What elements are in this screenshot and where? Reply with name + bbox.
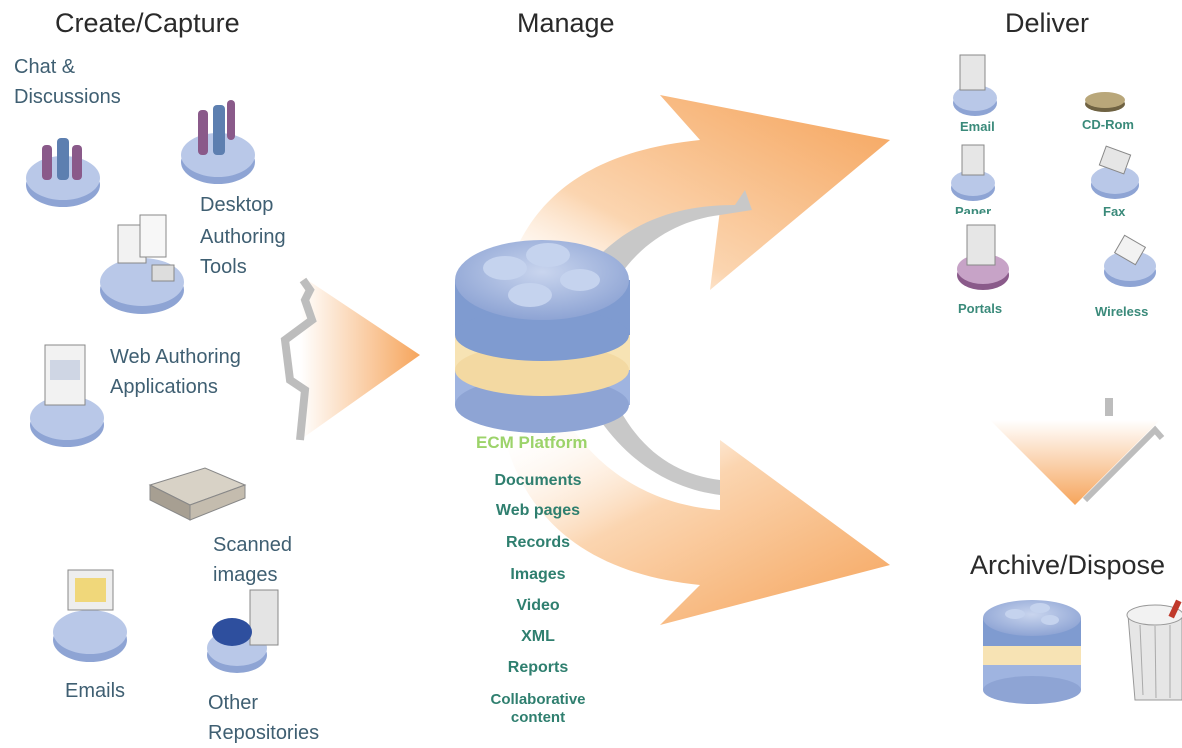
desktop-label-line3: Tools (200, 256, 247, 278)
capture-to-manage-arrow (280, 275, 420, 441)
deliver-email-label: Email (960, 119, 995, 134)
desktop-label-line2: Authoring (200, 226, 286, 248)
archive-dispose-heading: Archive/Dispose (970, 550, 1166, 580)
trash-can-icon (1126, 599, 1182, 701)
archive-cylinder (983, 600, 1081, 704)
archive-flow-arrow (505, 410, 890, 625)
deliver-wireless-label: Wireless (1095, 304, 1149, 319)
content-type-item: Images (510, 566, 566, 583)
deliver-to-archive-arrow (990, 398, 1165, 505)
deliver-flow-arrow (505, 95, 890, 300)
ecm-platform-cylinder (455, 240, 630, 433)
desktop-label-line1: Desktop (200, 194, 274, 216)
web-authoring-icon (30, 344, 104, 447)
emails-label: Emails (65, 680, 126, 702)
content-type-item: XML (521, 628, 555, 645)
chat-discussions-icon (26, 138, 100, 207)
deliver-portals-label: Portals (958, 301, 1003, 316)
content-type-item: Video (516, 597, 560, 614)
content-type-item: Records (505, 534, 571, 551)
content-type-last-line2: content (510, 709, 566, 726)
desktop-collab-icon (181, 100, 255, 184)
manage-heading: Manage (517, 8, 615, 38)
cdrom-icon (1085, 92, 1125, 112)
deliver-cdrom-label: CD-Rom (1082, 117, 1134, 132)
web-label-line1: Web Authoring (110, 346, 241, 368)
email-computer-icon (53, 569, 127, 662)
deliver-email-icon (953, 54, 997, 116)
fax-icon (1091, 145, 1139, 199)
content-type-item: Documents (494, 472, 582, 489)
web-label-line2: Applications (110, 376, 218, 398)
paper-icon (951, 144, 995, 201)
deliver-fax-label: Fax (1103, 204, 1126, 219)
scanner-icon (148, 467, 247, 521)
scanned-label-line2: images (213, 564, 278, 586)
desktop-authoring-icon (100, 214, 184, 314)
create-capture-heading: Create/Capture (55, 8, 240, 38)
other-label-line2: Repositories (208, 722, 320, 744)
content-type-item: Collaborative (490, 691, 586, 708)
deliver-heading: Deliver (1005, 8, 1090, 38)
chat-label-line2: Discussions (14, 86, 121, 108)
content-type-item: Reports (507, 659, 569, 676)
wireless-icon (1104, 234, 1156, 287)
portals-icon (957, 224, 1009, 290)
content-type-item: Web pages (495, 502, 581, 519)
other-label-line1: Other (208, 692, 259, 714)
chat-label-line1: Chat & (14, 56, 76, 78)
ecm-platform-label: ECM Platform (476, 433, 588, 452)
other-repositories-icon (207, 589, 279, 673)
deliver-paper-label: Paper (955, 204, 992, 214)
scanned-label-line1: Scanned (213, 534, 292, 556)
